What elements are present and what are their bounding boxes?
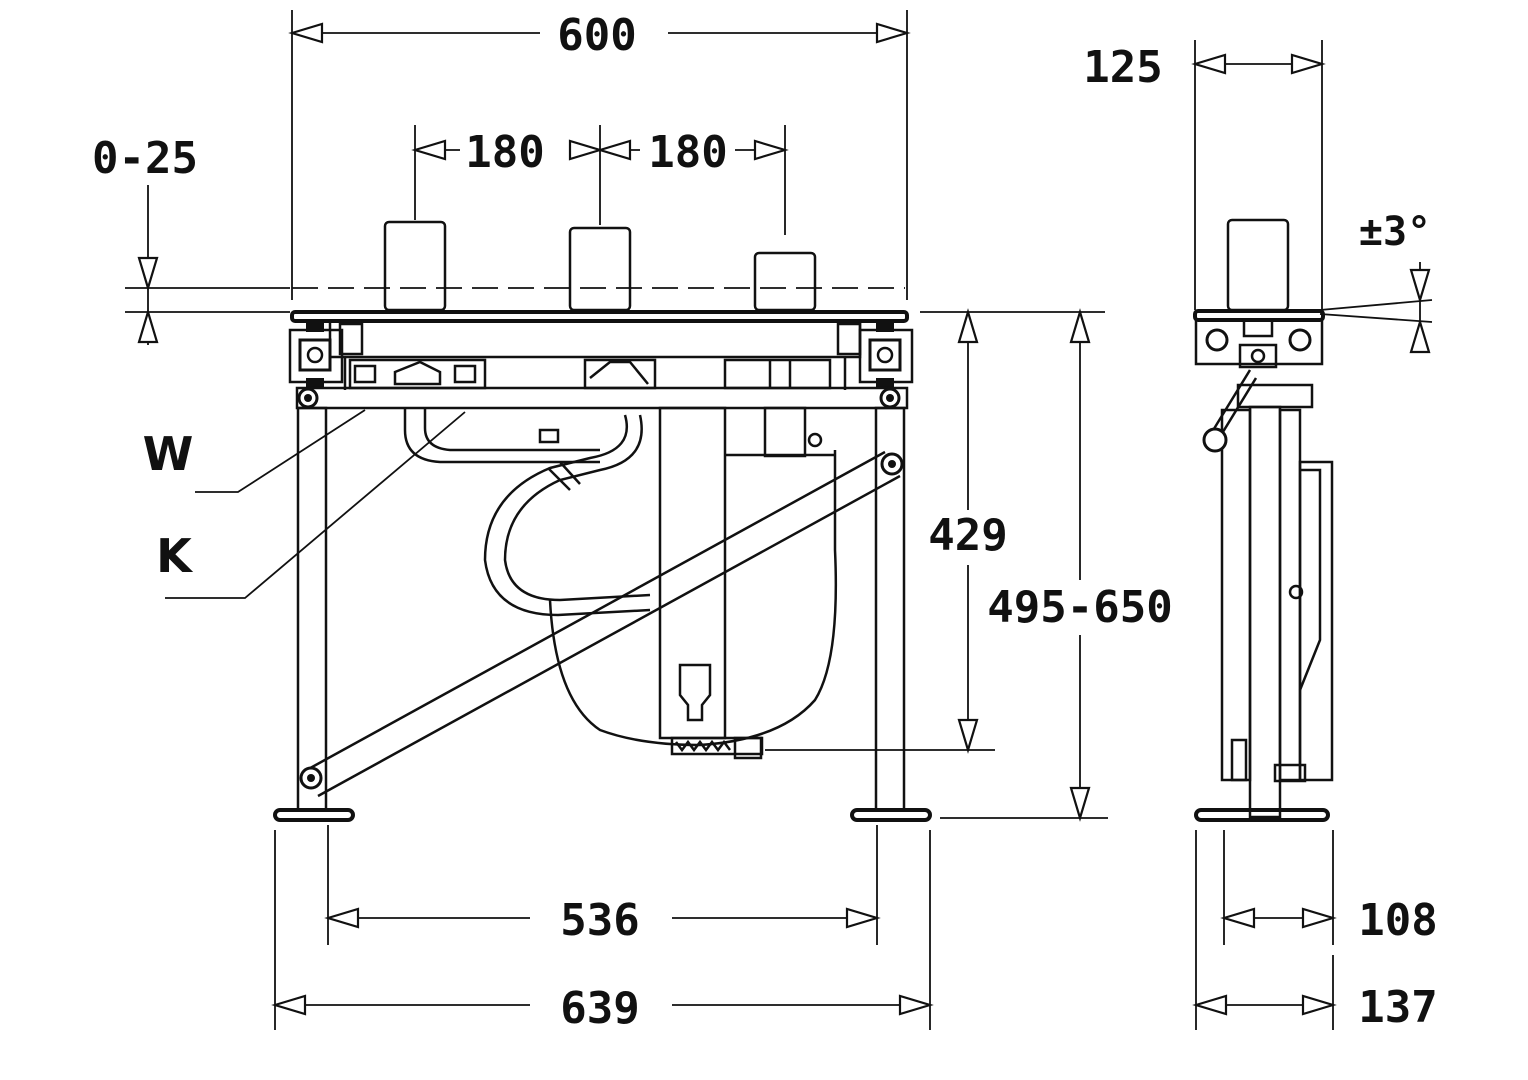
dimension-125: [1193, 40, 1324, 310]
dimension-429: [765, 310, 1105, 752]
diagonal-brace: [299, 450, 904, 798]
frame-legs: [273, 406, 932, 822]
dimension-0-25-label: 0-25: [92, 133, 198, 184]
dimension-108-label: 108: [1358, 895, 1437, 946]
dimension-180-180: [413, 125, 787, 235]
dimension-tilt-label: ±3°: [1359, 209, 1431, 255]
supply-hose: [403, 408, 651, 617]
dimension-180-left-label: 180: [465, 127, 544, 178]
concealed-body: [548, 406, 838, 760]
side-spout: [1226, 218, 1290, 312]
dimension-0-25: [125, 185, 290, 345]
front-view: 600 180 180 0-25: [92, 10, 1173, 1034]
left-adjust-bracket: [288, 322, 344, 388]
dimension-125-label: 125: [1083, 42, 1162, 93]
dimension-137: [1194, 830, 1335, 1030]
dimension-536-label: 536: [560, 895, 639, 946]
label-w: W: [143, 427, 194, 481]
mounting-plate: [290, 310, 909, 390]
dimension-429-label: 429: [928, 510, 1007, 561]
cross-bar: [295, 386, 909, 410]
connection-spouts: [383, 220, 817, 312]
label-k: K: [156, 529, 194, 583]
side-plate: [1193, 309, 1325, 369]
dimension-108: [1222, 830, 1335, 945]
dimension-tilt: [1319, 262, 1433, 354]
label-leaders: [165, 409, 466, 599]
dimension-600: [290, 10, 909, 300]
dimension-639: [273, 830, 932, 1030]
dimension-600-label: 600: [557, 10, 636, 61]
valve-body: [348, 358, 832, 390]
dimension-495-650-label: 495-650: [987, 582, 1172, 633]
right-adjust-bracket: [858, 322, 914, 388]
dimension-536: [326, 825, 879, 945]
dimension-639-label: 639: [560, 983, 639, 1034]
dimension-495-650: [940, 310, 1108, 820]
dimension-137-label: 137: [1358, 982, 1437, 1033]
dimension-180-right-label: 180: [648, 127, 727, 178]
side-body: [1194, 369, 1334, 822]
side-view: 125 ±3°: [1083, 40, 1438, 1033]
